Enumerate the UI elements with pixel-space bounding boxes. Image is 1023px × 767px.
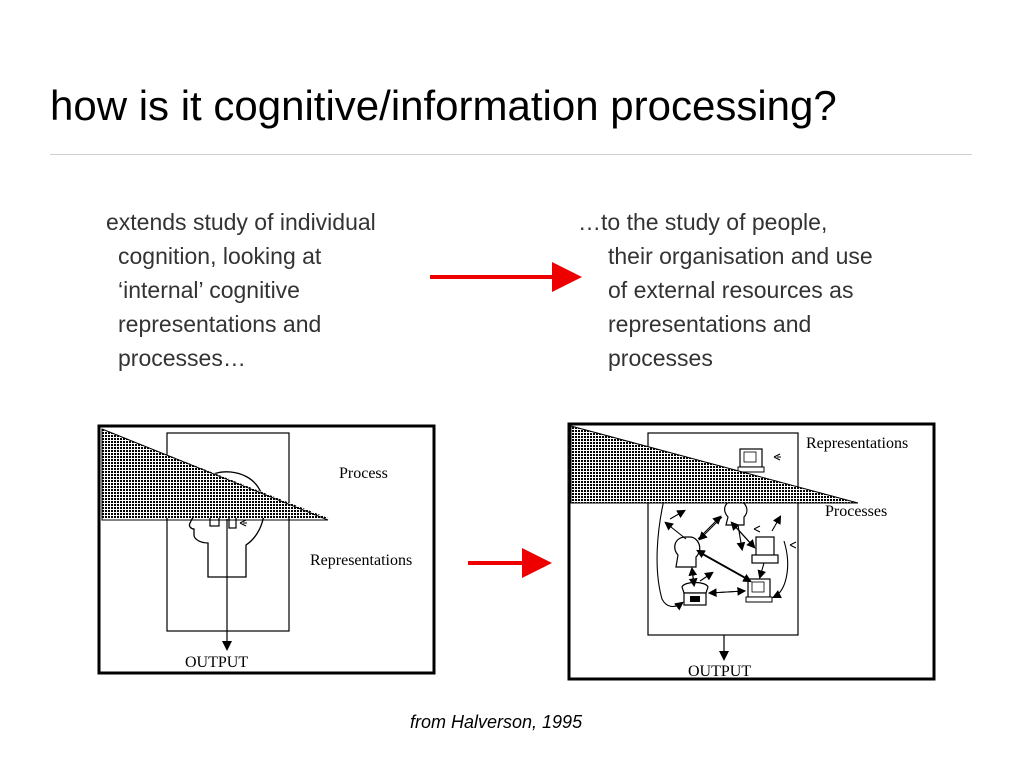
representations-label: Representations xyxy=(310,552,412,569)
left-description-line: cognition, looking at xyxy=(118,243,322,269)
distributed-cognition-diagram: Representations Processes OUTPUT xyxy=(567,422,936,681)
process-arrows xyxy=(656,478,789,611)
right-description-line: representations and xyxy=(608,311,812,337)
right-description: …to the study of people, their organisat… xyxy=(578,205,873,375)
individual-cognition-diagram: Process Representations OUTPUT xyxy=(97,424,436,675)
right-description-line: …to the study of people, xyxy=(578,209,828,235)
source-caption: from Halverson, 1995 xyxy=(410,712,583,732)
slide-title: how is it cognitive/information processi… xyxy=(50,82,837,129)
output-label: OUTPUT xyxy=(185,654,248,671)
signal-icon xyxy=(753,525,761,533)
process-label: Process xyxy=(339,465,388,482)
middle-red-arrow-icon xyxy=(468,548,552,578)
left-description: extends study of individual cognition, l… xyxy=(92,205,376,375)
representations-label: Representations xyxy=(806,435,908,452)
telephone-icon xyxy=(681,581,709,606)
right-description-line: their organisation and use xyxy=(608,243,873,269)
signal-icon xyxy=(773,453,781,461)
signal-icon xyxy=(789,541,797,549)
processes-label: Processes xyxy=(825,503,887,520)
person-icon xyxy=(674,536,701,568)
top-red-arrow-icon xyxy=(430,262,582,292)
person-icon xyxy=(724,500,748,526)
left-description-line: representations and xyxy=(118,311,322,337)
right-description-line: processes xyxy=(608,345,713,371)
title-divider xyxy=(50,154,972,155)
left-description-line: extends study of individual xyxy=(106,209,376,235)
document-icon xyxy=(751,536,779,564)
right-description-line: of external resources as xyxy=(608,277,854,303)
computer-icon xyxy=(745,578,773,603)
output-label: OUTPUT xyxy=(688,663,751,680)
left-description-line: ‘internal’ cognitive xyxy=(118,277,300,303)
computer-icon xyxy=(737,448,765,473)
left-description-line: processes… xyxy=(118,345,246,371)
